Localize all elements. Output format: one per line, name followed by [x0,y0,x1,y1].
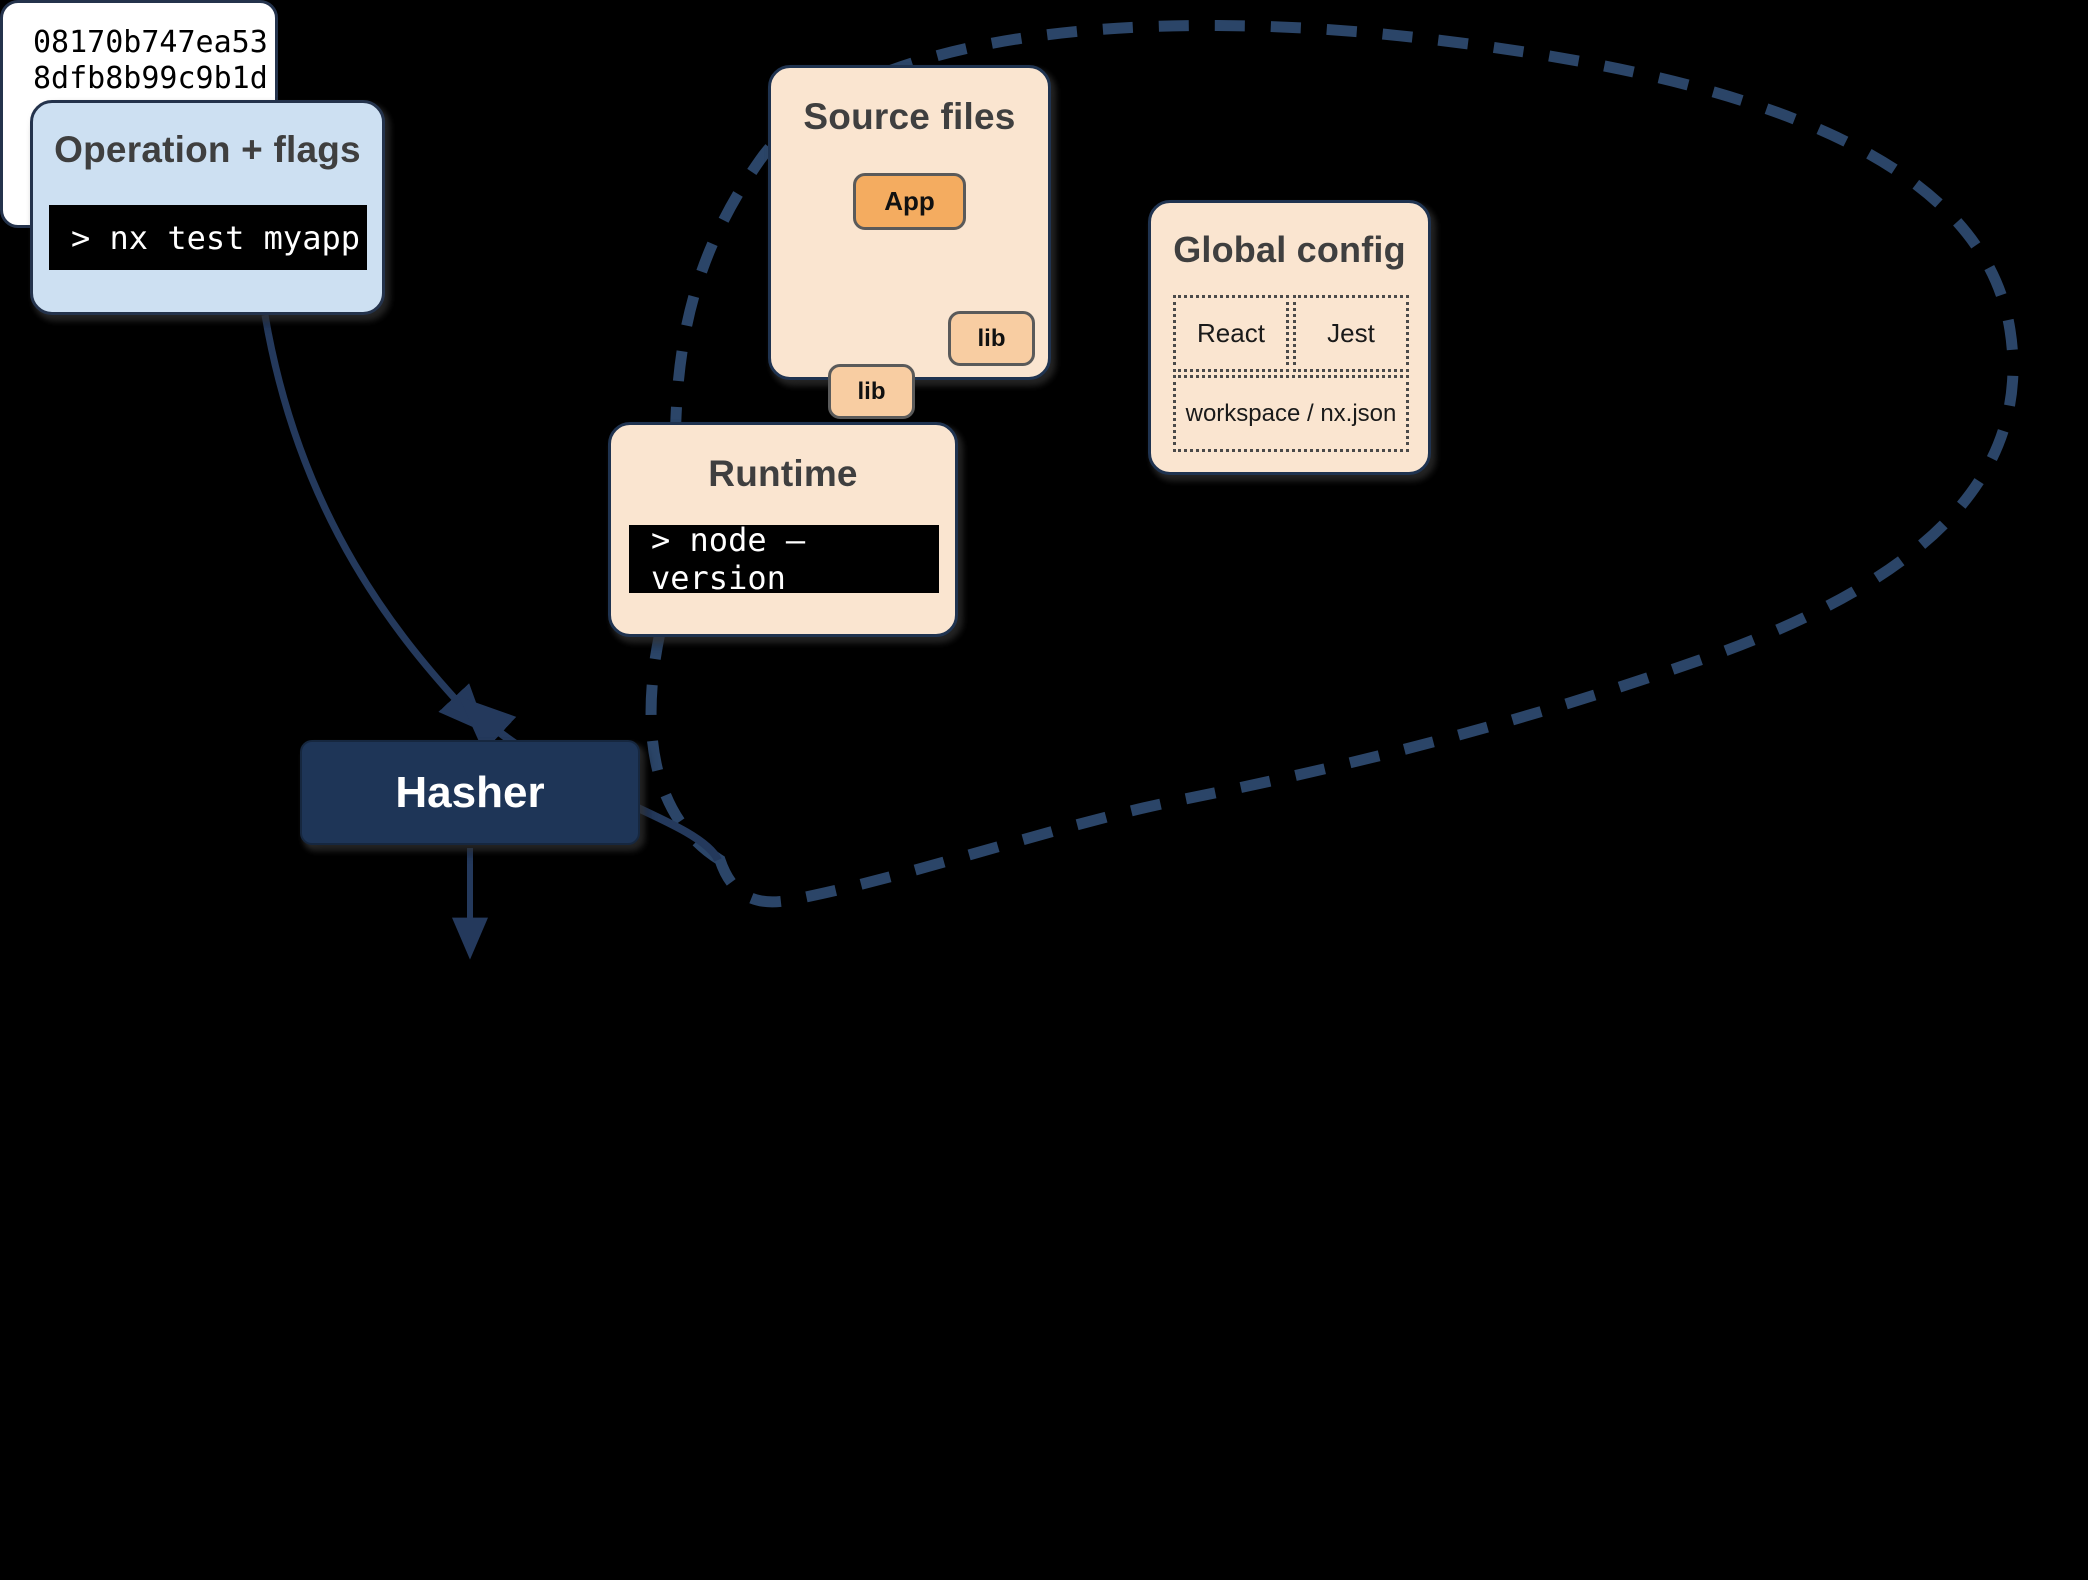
source-files-card: Source files App lib lib [768,65,1051,419]
global-config-card-title: Global config [1173,229,1406,270]
operation-flags-card: Operation + flags > nx test myapp [30,100,385,315]
global-config-cell-react: React [1173,295,1289,372]
runtime-command-terminal: > node –version [629,521,939,597]
arrow-operation-to-hasher [261,314,488,734]
runtime-command-text: > node –version [651,521,806,597]
source-node-app: App [853,173,966,230]
runtime-card-title: Runtime [708,453,858,494]
global-config-card: Global config React Jest workspace / nx.… [1148,200,1431,475]
runtime-card: Runtime > node –version [608,422,958,637]
operation-card-title: Operation + flags [54,129,361,170]
global-config-cell-workspace: workspace / nx.json [1173,375,1409,452]
operation-command-terminal: > nx test myapp [49,205,367,270]
global-config-cell-jest: Jest [1293,295,1409,372]
operation-command-text: > nx test myapp [71,218,360,257]
source-files-card-title: Source files [803,96,1016,137]
source-node-lib-right: lib [948,311,1035,366]
hasher-node: Hasher [300,740,640,845]
source-node-lib-left: lib [828,364,915,419]
hasher-label: Hasher [395,767,545,817]
